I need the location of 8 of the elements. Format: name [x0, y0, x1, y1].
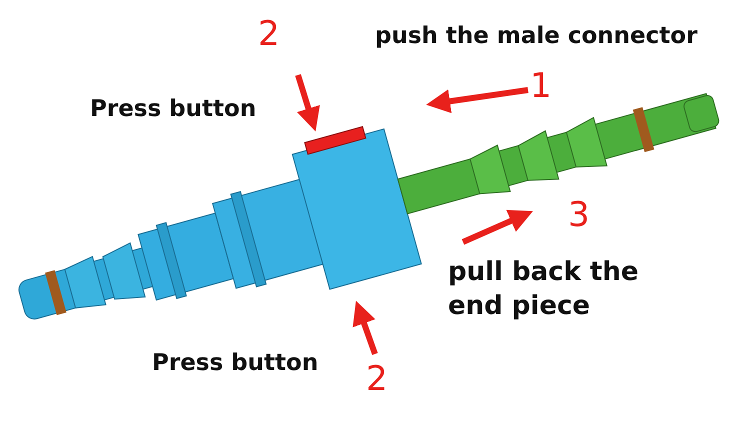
step-number: 3	[568, 194, 590, 237]
instruction-label: pull back the end piece	[448, 256, 640, 323]
step-number: 2	[258, 13, 280, 56]
instruction-label: Press button	[152, 349, 318, 378]
step-number: 1	[530, 65, 552, 108]
instruction-label: push the male connector	[375, 22, 698, 51]
step-number: 2	[366, 358, 388, 401]
instruction-label: Press button	[90, 95, 256, 124]
